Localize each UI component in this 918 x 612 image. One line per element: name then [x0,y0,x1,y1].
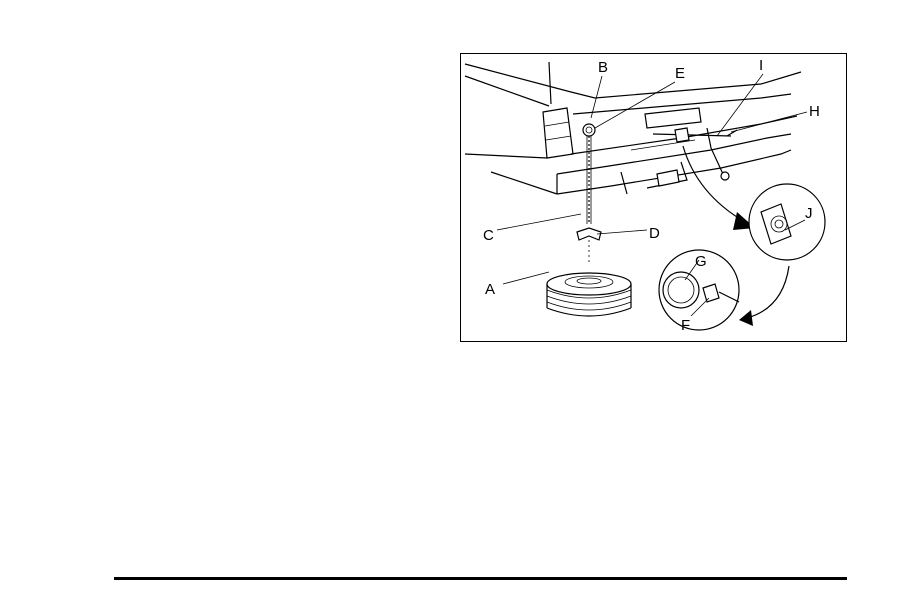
callout-b: B [598,59,608,76]
footer-rule [114,577,847,580]
callout-h: H [809,103,820,120]
tire-retainer [577,228,601,264]
callout-f: F [681,317,690,334]
callout-a: A [485,281,495,298]
callout-j: J [805,205,813,222]
spare-tire [547,273,631,316]
detail-arrow-1 [683,146,755,230]
illustration-drawing: B E I H C D A G F J [461,54,845,340]
detail-circle-j [749,184,825,260]
callout-g: G [695,253,707,270]
detail-arrow-2 [739,266,789,326]
spare-tire-hoist-illustration: B E I H C D A G F J [460,53,847,342]
vehicle-rear [465,62,801,194]
callout-d: D [649,225,660,242]
callout-c: C [483,227,494,244]
callout-e: E [675,65,685,82]
hoist-cable [587,136,591,224]
callout-i: I [759,57,763,74]
